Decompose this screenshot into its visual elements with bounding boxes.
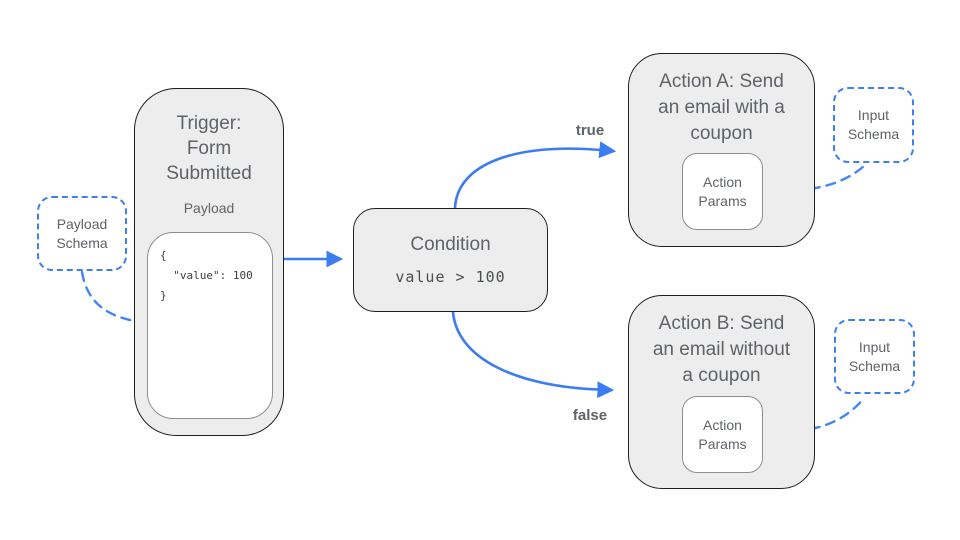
edge-label-true: true — [575, 122, 605, 139]
payload-schema-label: Payload Schema — [56, 215, 108, 251]
trigger-payload-label: Payload — [183, 200, 235, 216]
action-b-node: Action B: Send an email without a coupon… — [628, 295, 815, 489]
input-schema-a-label: Input Schema — [847, 107, 900, 142]
condition-node: Condition value > 100 — [353, 208, 548, 312]
action-a-node: Action A: Send an email with a coupon Ac… — [628, 53, 815, 247]
edge-label-false: false — [572, 407, 608, 424]
action-b-params-label: Action Params — [698, 416, 747, 452]
trigger-node: Trigger: Form Submitted Payload { "value… — [134, 88, 284, 436]
action-a-params-label: Action Params — [698, 173, 747, 209]
condition-expression: value > 100 — [395, 268, 506, 286]
trigger-title: Trigger: Form Submitted — [166, 113, 252, 184]
input-schema-b-label: Input Schema — [848, 338, 901, 374]
action-b-params-box: Action Params — [682, 396, 763, 473]
action-b-title: Action B: Send an email without a coupon — [652, 313, 791, 386]
input-schema-b-node: Input Schema — [834, 319, 915, 394]
action-a-title: Action A: Send an email with a coupon — [658, 71, 785, 144]
action-a-params-box: Action Params — [682, 153, 763, 230]
input-schema-a-node: Input Schema — [833, 87, 914, 163]
payload-schema-node: Payload Schema — [37, 196, 127, 271]
edge-condition-true — [453, 141, 617, 210]
edge-condition-false — [451, 310, 615, 399]
condition-title: Condition — [410, 234, 491, 255]
trigger-payload-json: { "value": 100 } — [160, 249, 253, 302]
trigger-payload-json-box: { "value": 100 } — [147, 232, 273, 419]
edge-payload-schema-link — [80, 270, 143, 324]
